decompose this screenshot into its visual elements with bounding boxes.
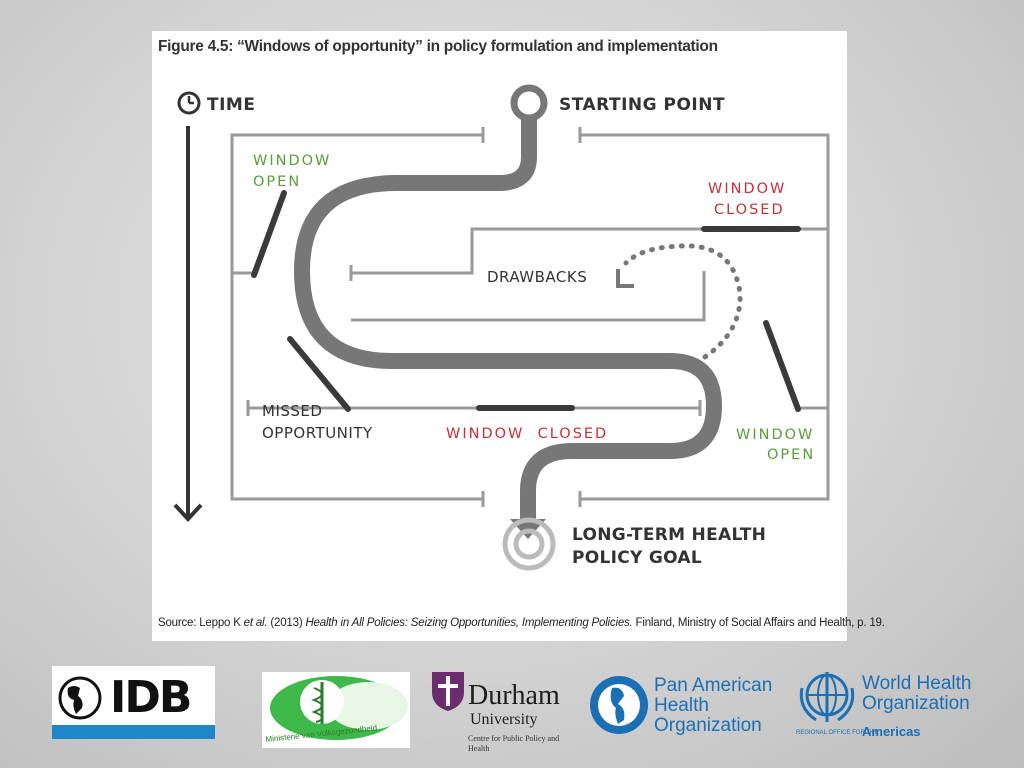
idb-logo-bar <box>52 725 215 739</box>
window-bars <box>251 190 801 412</box>
window-closed-top-line-1: WINDOW <box>708 181 786 197</box>
frame-lines <box>230 127 830 507</box>
window-closed-bottom: WINDOW CLOSED <box>446 426 608 442</box>
idb-logo: IDB <box>52 666 215 739</box>
policy-path <box>293 103 723 527</box>
who-emblem-icon <box>799 672 855 722</box>
ministerie-logo: Ministerie van Volksgezondheid <box>262 672 410 748</box>
figure-source: Source: Leppo K et al. (2013) Health in … <box>158 617 885 629</box>
paho-line-3: Organization <box>654 715 762 736</box>
drawbacks-arrowhead <box>616 269 634 288</box>
window-open-left-line-1: WINDOW <box>253 153 331 169</box>
durham-logo: Durham University Centre for Public Poli… <box>430 670 570 758</box>
clock-icon <box>177 91 201 115</box>
who-logo: World Health Organization REGIONAL OFFIC… <box>796 668 976 744</box>
who-regional: REGIONAL OFFICE FOR THE <box>796 730 879 736</box>
who-americas: Americas <box>862 724 921 739</box>
missed-label-line-1: MISSED <box>262 402 322 420</box>
time-label: TIME <box>207 95 255 115</box>
durham-university: University <box>470 711 538 728</box>
starting-point-circle <box>510 84 548 122</box>
missed-label-line-2: OPPORTUNITY <box>262 424 373 442</box>
goal-label-line-2: POLICY GOAL <box>572 548 702 568</box>
ministerie-emblem <box>270 676 408 740</box>
window-open-right-line-2: OPEN <box>767 447 815 463</box>
figure-title: Figure 4.5: “Windows of opportunity” in … <box>158 38 718 55</box>
durham-shield-icon <box>432 672 464 711</box>
goal-label-line-1: LONG-TERM HEALTH <box>572 525 766 545</box>
time-arrowhead <box>173 503 203 522</box>
policy-window-diagram: TIME STARTING POINT LONG-TERM HEALTH POL… <box>173 84 830 571</box>
figure-panel: Figure 4.5: “Windows of opportunity” in … <box>152 31 885 641</box>
paho-line-2: Health <box>654 695 709 716</box>
durham-name: Durham <box>468 680 560 711</box>
who-line-2: Organization <box>862 693 970 714</box>
drawbacks-label: DRAWBACKS <box>487 268 587 286</box>
durham-centre: Centre for Public Policy and Health <box>468 734 560 753</box>
paho-emblem-icon <box>590 676 648 734</box>
goal-target-icon <box>502 517 556 571</box>
window-open-left-line-2: OPEN <box>253 174 301 190</box>
who-line-1: World Health <box>862 673 972 694</box>
window-open-right-line-1: WINDOW <box>736 427 814 443</box>
idb-logo-text: IDB <box>110 672 192 723</box>
starting-point-label: STARTING POINT <box>559 95 725 115</box>
paho-line-1: Pan American <box>654 675 773 696</box>
globe-icon <box>58 676 102 720</box>
paho-logo: Pan American Health Organization <box>588 670 778 742</box>
window-closed-top-line-2: CLOSED <box>714 202 785 218</box>
drawbacks-dotted-arrow <box>623 243 743 360</box>
